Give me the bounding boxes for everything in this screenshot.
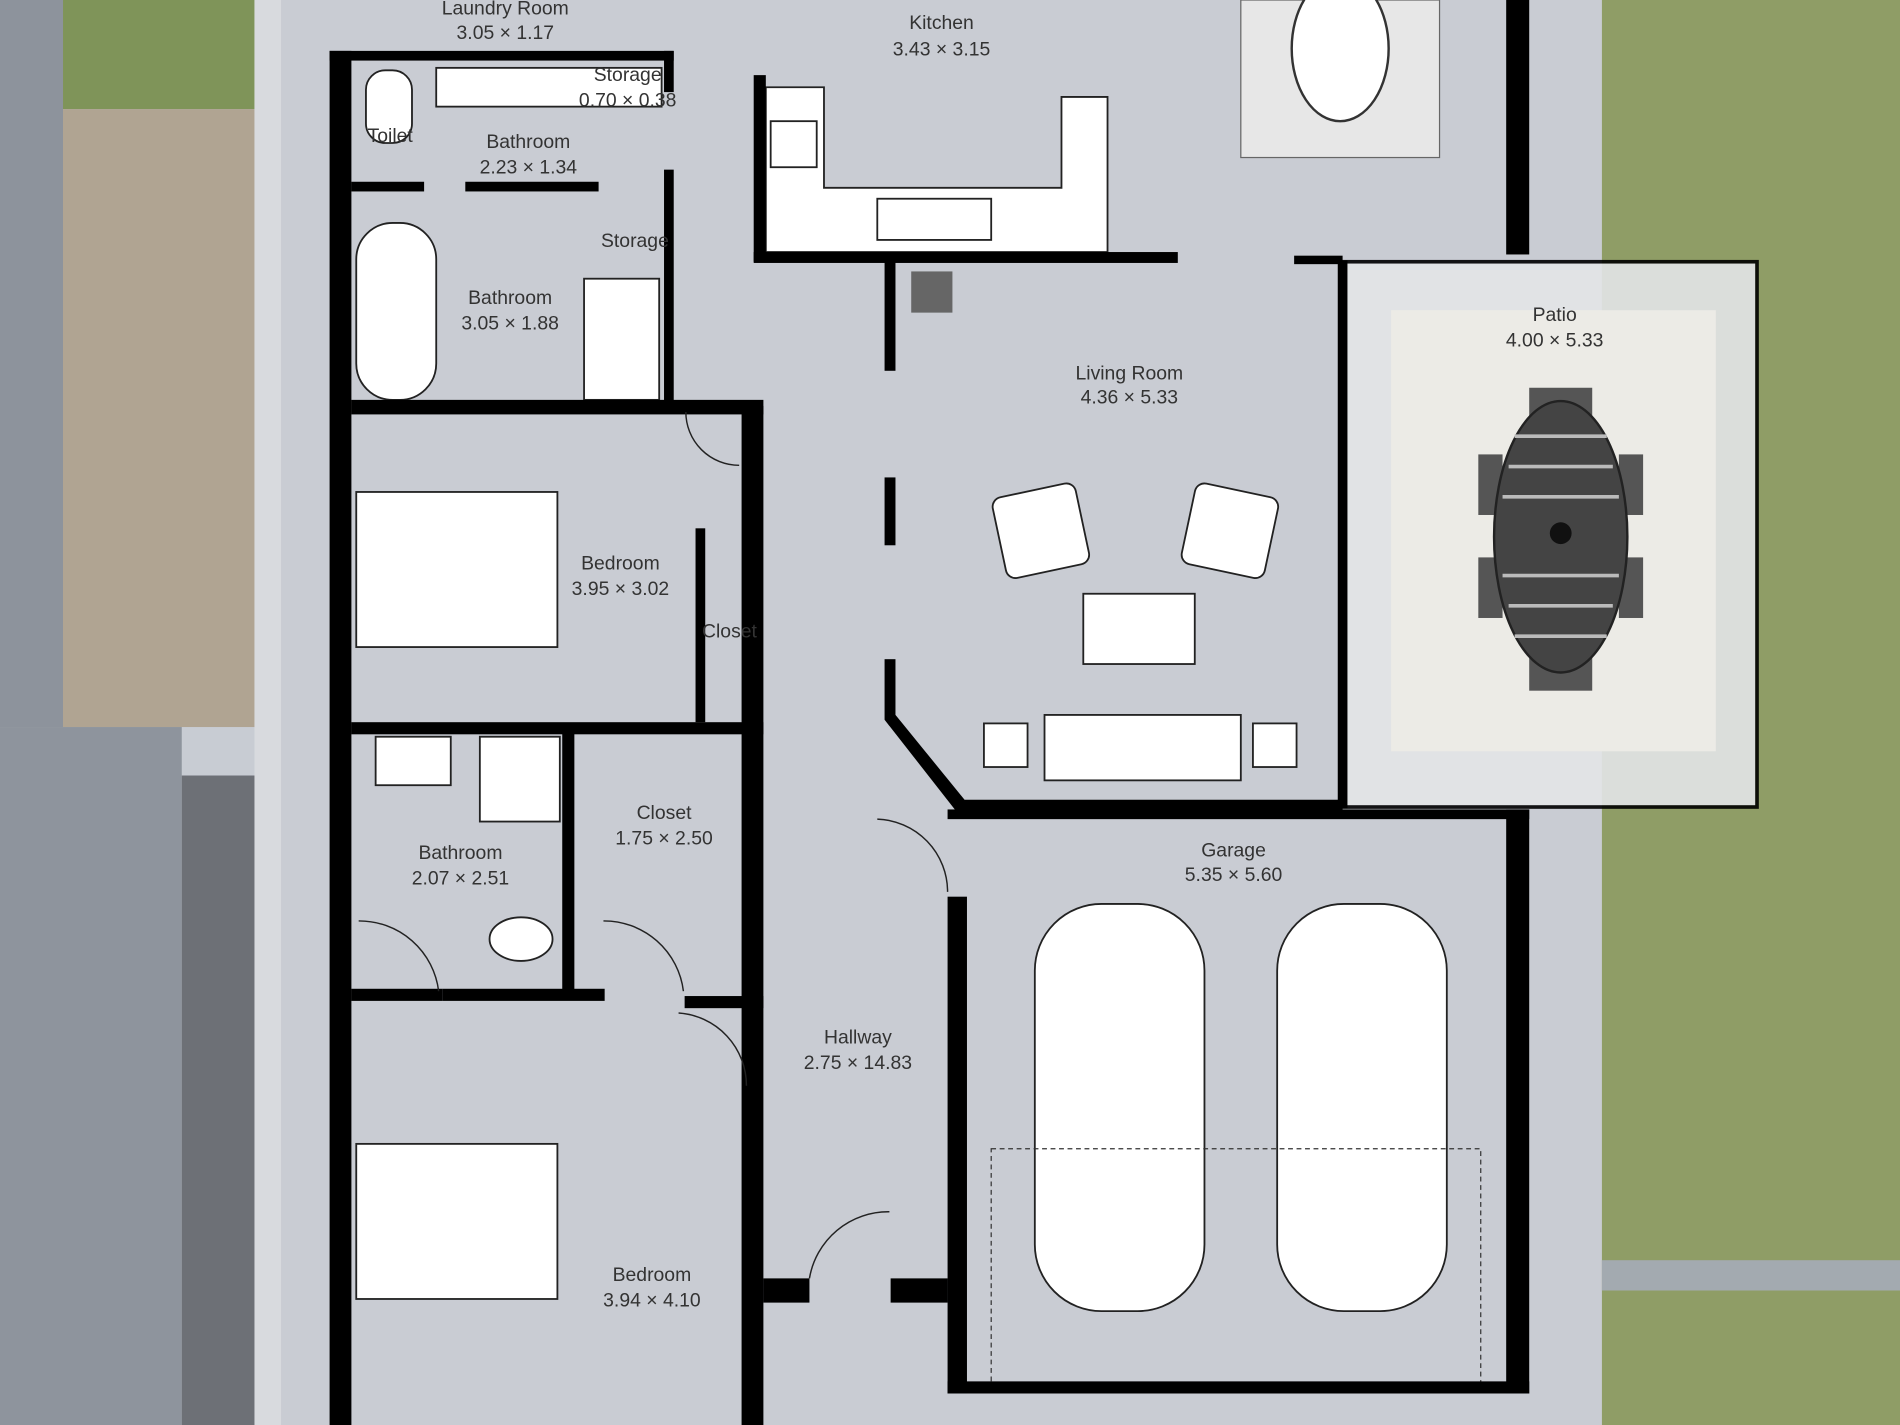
fixtures xyxy=(355,66,1482,1387)
room-size: 3.05 × 1.17 xyxy=(457,22,555,44)
room-size: 0.70 × 0.38 xyxy=(579,90,677,112)
room-name: Hallway xyxy=(824,1026,892,1048)
vanity-icon xyxy=(435,66,663,108)
walls xyxy=(329,0,1530,1425)
dining-rug-icon xyxy=(1240,0,1441,159)
room-size: 3.05 × 1.88 xyxy=(461,313,559,335)
armchair-icon xyxy=(1180,482,1280,579)
armchair-icon xyxy=(991,482,1091,579)
room-name: Closet xyxy=(702,620,758,642)
room-name: Laundry Room xyxy=(442,0,569,20)
bathtub-icon xyxy=(355,222,438,401)
room-size: 4.00 × 5.33 xyxy=(1506,330,1604,352)
room-size: 1.75 × 2.50 xyxy=(615,828,713,850)
toilet-icon xyxy=(365,69,413,144)
car-icon xyxy=(1033,903,1206,1313)
plant-icon xyxy=(911,271,953,313)
room-name: Storage xyxy=(601,230,669,252)
room-name: Bedroom xyxy=(613,1264,692,1286)
sink-icon xyxy=(374,735,452,787)
kitchen-counter xyxy=(764,86,1109,313)
kitchen-sink-icon xyxy=(876,197,993,241)
room-name: Closet xyxy=(637,802,693,824)
room-size: 4.36 × 5.33 xyxy=(1081,387,1178,409)
room-name: Toilet xyxy=(368,125,414,147)
room-size: 2.75 × 14.83 xyxy=(804,1052,912,1074)
shower-icon xyxy=(478,735,561,823)
room-size: 3.94 × 4.10 xyxy=(603,1289,701,1311)
room-size: 3.95 × 3.02 xyxy=(572,578,669,600)
room-name: Bathroom xyxy=(468,287,552,309)
bed-icon xyxy=(355,1142,559,1300)
doors xyxy=(358,411,949,1279)
room-name: Bathroom xyxy=(486,131,570,153)
room-name: Bathroom xyxy=(418,842,502,864)
room-name: Bedroom xyxy=(581,553,660,575)
room-size: 2.23 × 1.34 xyxy=(480,156,578,178)
room-size: 2.07 × 2.51 xyxy=(412,868,510,890)
coffee-table-icon xyxy=(1082,592,1196,665)
room-size: 3.43 × 3.15 xyxy=(893,39,990,61)
room-name: Patio xyxy=(1533,304,1577,326)
room-name: Garage xyxy=(1201,840,1266,862)
shower-icon xyxy=(583,277,661,401)
patio-dining-table-icon xyxy=(1478,387,1644,691)
toilet-icon xyxy=(488,916,554,962)
car-icon xyxy=(1276,903,1448,1313)
room-name: Storage xyxy=(594,64,662,86)
room-name: Living Room xyxy=(1075,362,1183,384)
room-name: Kitchen xyxy=(909,12,974,34)
bed-icon xyxy=(355,491,559,648)
room-labels: Laundry Room 3.05 × 1.17 Kitchen 3.43 × … xyxy=(368,0,1604,1311)
patio-area xyxy=(1340,259,1759,809)
sofa-icon xyxy=(1043,714,1242,782)
room-size: 5.35 × 5.60 xyxy=(1185,864,1283,886)
stove-icon xyxy=(769,120,818,169)
